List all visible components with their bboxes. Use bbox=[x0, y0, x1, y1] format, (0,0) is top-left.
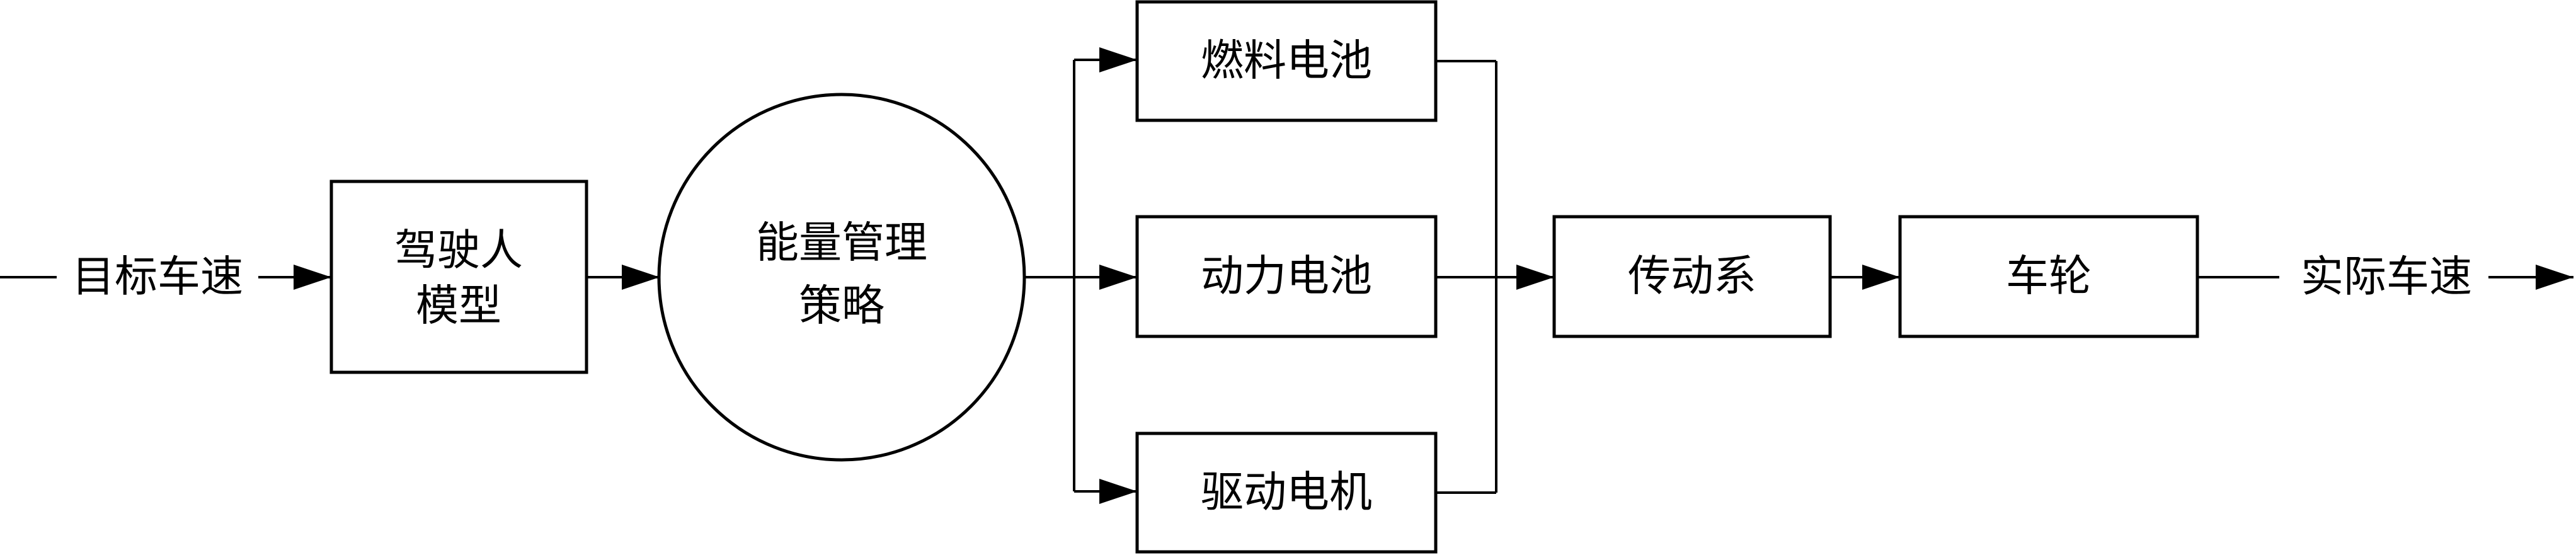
energy-strategy-label-line1: 能量管理 bbox=[756, 219, 927, 268]
fuel-cell-box bbox=[1135, 0, 1438, 122]
power-battery-label: 动力电池 bbox=[1201, 252, 1372, 302]
energy-strategy-label-line2: 策略 bbox=[799, 282, 884, 331]
energy-strategy-circle bbox=[657, 93, 1026, 462]
wheel-box bbox=[1898, 215, 2199, 338]
driver-model-box bbox=[329, 180, 588, 374]
drive-motor-label: 驱动电机 bbox=[1201, 468, 1372, 518]
driver-model-label-line1: 驾驶人 bbox=[394, 226, 523, 276]
driver-model-label-line2: 模型 bbox=[416, 282, 501, 331]
wheel-label: 车轮 bbox=[2006, 252, 2092, 302]
fuel-cell-label: 燃料电池 bbox=[1201, 37, 1372, 86]
transmission-label: 传动系 bbox=[1628, 252, 1756, 302]
power-battery-box bbox=[1135, 215, 1438, 338]
transmission-box bbox=[1552, 215, 1832, 338]
input-target-speed-label: 目标车速 bbox=[72, 253, 243, 302]
output-actual-speed-label: 实际车速 bbox=[2301, 253, 2472, 302]
